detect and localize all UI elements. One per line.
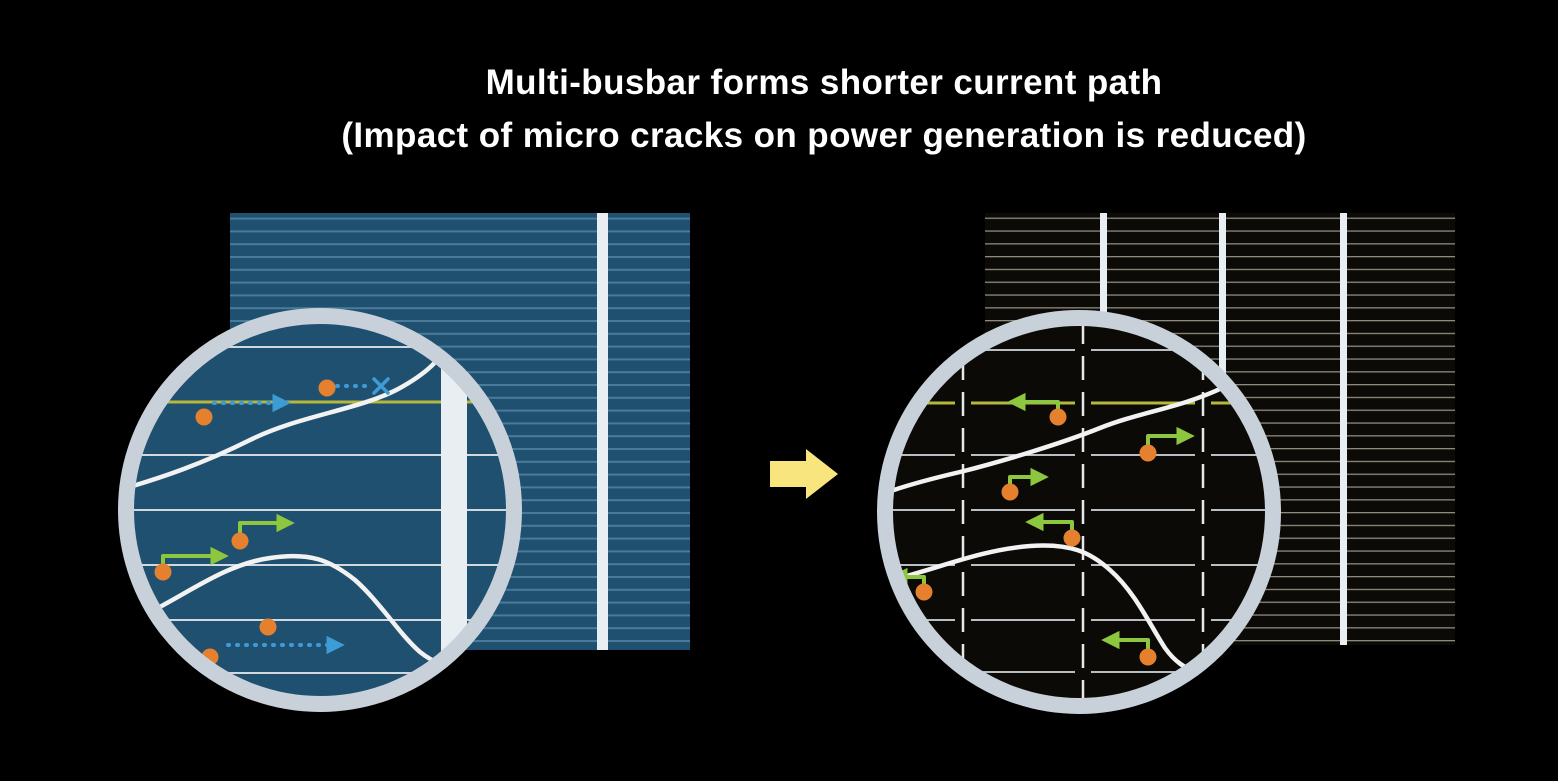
diagram-title: Multi-busbar forms shorter current path … bbox=[341, 56, 1306, 162]
micro-crack-line bbox=[133, 553, 469, 675]
electron-dot bbox=[1049, 408, 1067, 426]
electron-dot bbox=[259, 618, 277, 636]
micro-crack-line bbox=[133, 323, 458, 491]
multi-busbar-cell-busbar bbox=[1340, 213, 1347, 645]
transition-arrow-icon bbox=[770, 449, 838, 499]
electron-dot bbox=[195, 408, 213, 426]
electron-dot bbox=[915, 583, 933, 601]
magnifier-ring bbox=[118, 308, 522, 712]
electron-dot bbox=[231, 532, 249, 550]
blocked-path-x-icon bbox=[372, 377, 390, 395]
standard-cell-busbar bbox=[597, 213, 608, 650]
standard-cell-magnified-view bbox=[133, 323, 507, 697]
standard-cell-group bbox=[118, 213, 690, 712]
magnified-multi-busbars bbox=[955, 325, 1211, 699]
micro-crack-line bbox=[892, 543, 1199, 675]
electron-dot bbox=[1139, 444, 1157, 462]
title-line-2: (Impact of micro cracks on power generat… bbox=[341, 116, 1307, 155]
electron-dot bbox=[1001, 483, 1019, 501]
electron-dot bbox=[318, 379, 336, 397]
multi-busbar-magnified-view bbox=[892, 325, 1266, 699]
multi-busbar-cell-group bbox=[877, 213, 1455, 714]
magnifier-ring bbox=[877, 310, 1281, 714]
electron-dot bbox=[1139, 648, 1157, 666]
title-line-1: Multi-busbar forms shorter current path bbox=[485, 63, 1163, 102]
electron-dot bbox=[1063, 529, 1081, 547]
electron-dot bbox=[154, 563, 172, 581]
